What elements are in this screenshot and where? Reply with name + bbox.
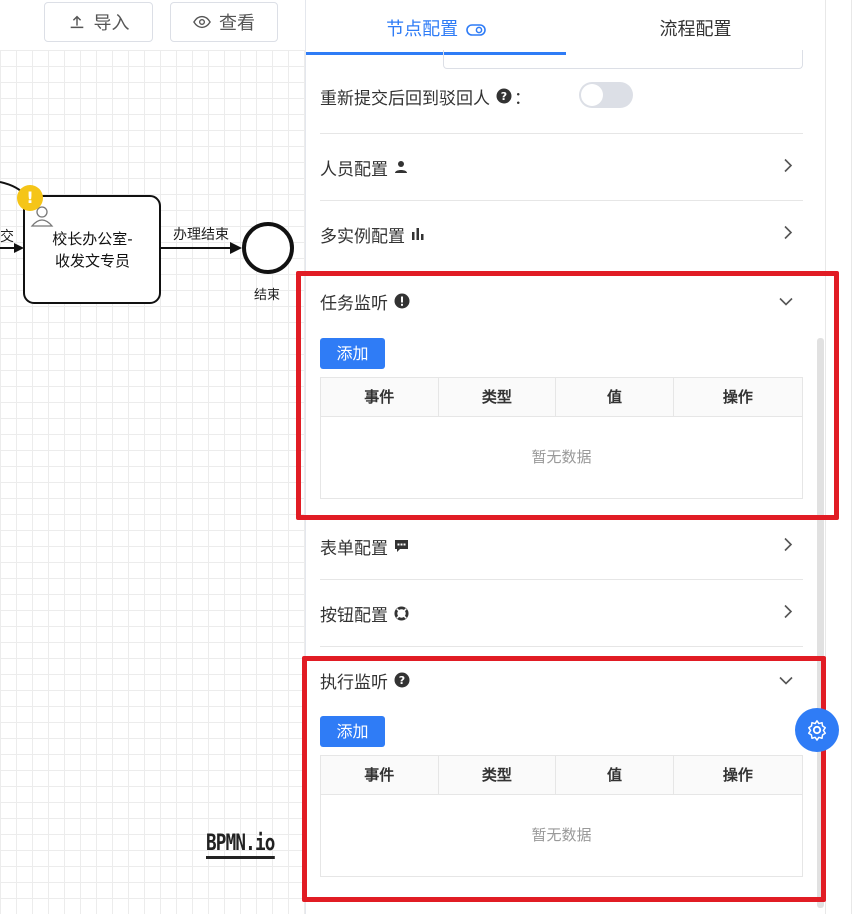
column-header-type[interactable]: 类型 [439, 756, 557, 794]
info-icon [394, 293, 410, 309]
canvas-toolbar: 导入 查看 [0, 0, 305, 50]
table-header: 事件 类型 值 操作 [321, 756, 802, 795]
section-multi-instance[interactable]: 多实例配置 [320, 201, 803, 267]
view-button[interactable]: 查看 [170, 2, 278, 42]
chevron-down-icon[interactable] [779, 292, 793, 311]
toggle-icon [466, 24, 486, 36]
panel-scrollbar[interactable] [817, 338, 824, 908]
chevron-right-icon[interactable] [783, 604, 793, 623]
help-icon: ? [394, 672, 410, 688]
column-header-action[interactable]: 操作 [722, 766, 753, 784]
add-exec-listener-button[interactable]: 添加 [320, 716, 385, 747]
end-event-label: 结束 [254, 288, 281, 303]
column-header-event[interactable]: 事件 [321, 756, 439, 794]
user-task-icon [30, 206, 54, 227]
warning-badge[interactable]: ! [17, 185, 43, 211]
section-task-listener-label: 任务监听 [320, 293, 388, 314]
divider [320, 579, 803, 580]
active-tab-indicator [306, 52, 566, 55]
resubmit-switch[interactable] [579, 82, 633, 108]
chevron-right-icon[interactable] [783, 225, 793, 244]
chevron-down-icon[interactable] [779, 671, 793, 690]
section-form[interactable]: 表单配置 [320, 513, 803, 579]
highlight-box-exec-listener [302, 656, 826, 902]
partial-flow-label: 交 [0, 229, 14, 245]
bpmn-diagram: ! 交 校长办公室- 收发文专员 办理结束 结束 BPMN.io [0, 50, 305, 914]
table-header: 事件 类型 值 操作 [321, 378, 802, 417]
column-header-type[interactable]: 类型 [439, 378, 557, 416]
divider [320, 646, 803, 647]
import-label: 导入 [93, 13, 130, 34]
diagram-shapes [0, 181, 294, 304]
partial-input-field[interactable] [443, 50, 803, 69]
svg-text:?: ? [501, 90, 507, 103]
section-form-label: 表单配置 [320, 538, 388, 559]
user-icon [394, 160, 408, 174]
svg-text:?: ? [399, 674, 405, 687]
highlight-box-task-listener [296, 271, 839, 520]
resubmit-label: 重新提交后回到驳回人 [320, 88, 490, 109]
task-listener-table: 事件 类型 值 操作 暂无数据 [320, 377, 803, 499]
column-header-value[interactable]: 值 [556, 756, 674, 794]
end-event[interactable] [242, 222, 294, 274]
column-header-event[interactable]: 事件 [321, 378, 439, 416]
divider [320, 200, 803, 201]
settings-fab[interactable] [795, 708, 839, 752]
user-task-shape[interactable] [23, 195, 161, 304]
panel-tabs: 节点配置 流程配置 [306, 0, 825, 56]
resubmit-colon: ： [514, 88, 531, 109]
import-button[interactable]: 导入 [44, 2, 153, 42]
section-personnel-label: 人员配置 [320, 159, 388, 180]
properties-panel: 节点配置 流程配置 重新提交后回到驳回人 ? ： 人员配置 多实例配置 [305, 0, 825, 914]
upload-icon [70, 15, 83, 29]
section-buttons-label: 按钮配置 [320, 605, 388, 626]
empty-placeholder: 暂无数据 [531, 826, 592, 844]
section-exec-listener-label: 执行监听 [320, 672, 388, 693]
tab-node-config[interactable]: 节点配置 [306, 0, 566, 56]
lifebuoy-icon [394, 605, 409, 621]
gear-icon [808, 720, 826, 741]
section-personnel[interactable]: 人员配置 [320, 134, 803, 200]
exec-listener-table: 事件 类型 值 操作 暂无数据 [320, 755, 803, 877]
bpmn-io-logo[interactable]: BPMN.io [206, 832, 275, 859]
chevron-right-icon[interactable] [783, 537, 793, 556]
divider [320, 133, 803, 134]
eye-icon [193, 15, 211, 29]
section-task-listener[interactable]: 任务监听 [320, 268, 803, 334]
page-scroll-edge [825, 0, 865, 914]
chevron-right-icon[interactable] [783, 158, 793, 177]
empty-placeholder: 暂无数据 [531, 448, 592, 466]
add-task-listener-button[interactable]: 添加 [320, 338, 385, 369]
help-icon[interactable]: ? [496, 88, 512, 104]
section-exec-listener[interactable]: 执行监听 ? [320, 647, 803, 713]
user-task-label: 校长办公室- 收发文专员 [52, 230, 133, 270]
tab-process-config[interactable]: 流程配置 [659, 19, 732, 40]
section-multi-instance-label: 多实例配置 [320, 226, 405, 247]
flow-label: 办理结束 [173, 227, 229, 243]
column-header-value[interactable]: 值 [556, 378, 674, 416]
bar-chart-icon [411, 227, 425, 241]
comment-icon [394, 539, 409, 553]
view-label: 查看 [219, 13, 255, 34]
section-buttons[interactable]: 按钮配置 [320, 580, 803, 646]
resubmit-row: 重新提交后回到驳回人 ? ： [320, 82, 803, 110]
column-header-action[interactable]: 操作 [722, 388, 753, 406]
bpmn-canvas[interactable]: ! 交 校长办公室- 收发文专员 办理结束 结束 BPMN.io [0, 50, 305, 914]
